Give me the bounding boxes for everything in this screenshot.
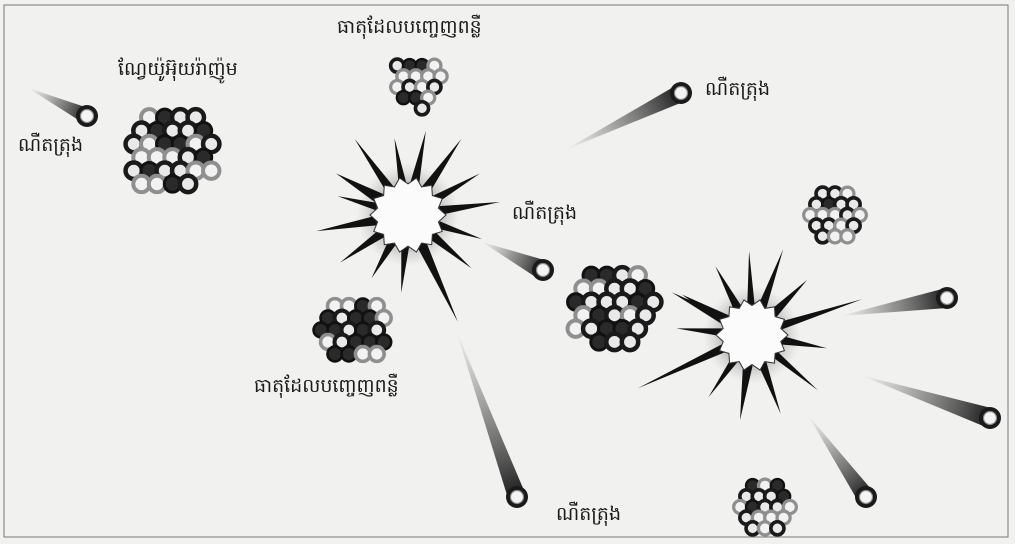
neutron-trail (860, 375, 993, 427)
neutron-icon (855, 486, 877, 508)
nucleus-cluster (734, 479, 797, 535)
label-radioactive-element-top: ធាតុដែលបញ្ចេញពន្លឺ (337, 18, 482, 37)
neutron-trail (565, 85, 685, 150)
nucleus-cluster (804, 187, 867, 243)
neutron-icon (506, 486, 528, 508)
label-neutron-center: ណឺតត្រុង (512, 204, 577, 223)
neutron-icon (936, 287, 958, 309)
label-neutron-left: ណឺតត្រុង (18, 136, 83, 155)
neutron-trail (840, 288, 949, 316)
nucleus-cluster (126, 109, 220, 192)
neutron-icon (532, 259, 554, 281)
neutron-trail (456, 330, 525, 500)
nucleus-cluster (391, 59, 448, 115)
neutron-icon (76, 105, 98, 127)
label-neutron-top-right: ណឺតត្រុង (705, 80, 770, 99)
label-uranium-nucleus: ណែ្វយ៉ូអ៊ុយរ៉ាញ៉ូម (118, 60, 238, 79)
label-radioactive-element-bottom: ធាតុដែលបញ្ចេញពន្លឺ (254, 377, 399, 396)
fission-burst-icon (638, 249, 863, 420)
neutron-icon (670, 82, 692, 104)
nucleus-cluster (568, 267, 662, 350)
label-neutron-bottom: ណឺតត្រុង (556, 505, 621, 524)
nucleus-cluster (314, 299, 392, 362)
neutron-icon (979, 407, 1001, 429)
fission-burst-icon (316, 131, 500, 322)
